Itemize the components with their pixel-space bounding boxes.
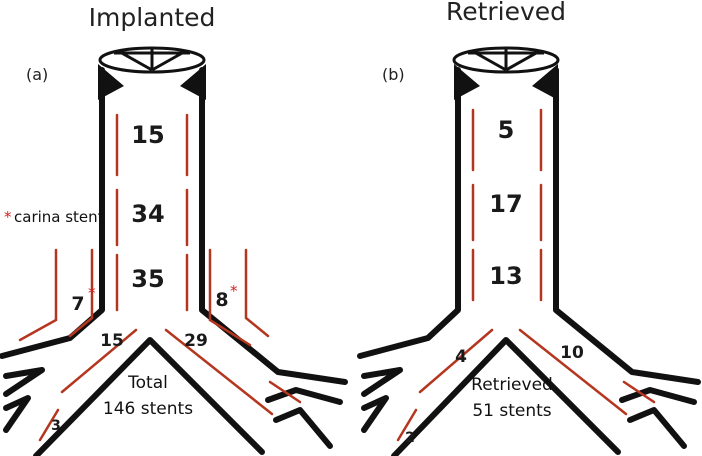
wall-left-sub [3,367,45,397]
stent-segment [418,328,494,394]
panel-label: (a) [26,65,48,84]
stent-segment [518,328,628,416]
total-line-2: 146 stents [103,399,193,419]
wall-right-outer [199,67,348,385]
stent-segment [208,248,252,347]
trachea-opening [452,46,560,100]
airway-walls [0,67,348,456]
count-upper-trachea: 5 [498,116,515,144]
count-mid-trachea: 17 [489,190,522,218]
stent-segment [396,408,418,442]
stent-segment [38,408,60,442]
ring-line [505,50,539,72]
panel-implanted: Implanted (a) [0,3,348,456]
total-line-2: 51 stents [472,401,551,421]
stent-segment [268,380,302,404]
total-line-1: Retrieved [471,375,553,395]
wall-left-sub [361,367,403,397]
stent-segment [164,328,274,416]
wall-left-sub [361,395,389,433]
ring-line [151,50,185,72]
stent-segment [622,380,656,404]
funnel-right [532,64,558,100]
airway-walls [357,67,701,456]
count-right-lower-bronchus: 3 [51,418,61,434]
stent-segment [18,248,58,342]
count-right-lower-bronchus: 2 [405,430,415,446]
count-left-upper-lobe: 8 [215,289,228,311]
stents [18,113,302,442]
panel-title: Implanted [89,3,216,32]
stent-segment [68,248,94,338]
stents [396,108,656,442]
panel-title: Retrieved [446,0,566,26]
wall-left-outer [357,67,461,359]
total-line-1: Total [127,373,168,393]
note-star: * [4,208,12,226]
count-right-upper-lobe: 7 [71,293,84,315]
carina-note: * carina stent [4,208,104,226]
count-lower-trachea: 35 [131,265,164,293]
wall-carina [391,337,621,456]
count-left-main-bronchus: 10 [560,343,584,363]
note-text: carina stent [14,208,104,226]
wall-left-sub [3,395,31,433]
wall-right-sub [265,387,343,405]
ring-line [473,50,507,72]
ring-line [119,50,153,72]
stent-segment [60,328,138,394]
trachea-opening [98,46,206,100]
wall-carina [33,337,265,456]
count-right-main-bronchus: 15 [100,331,124,351]
count-mid-trachea: 34 [131,200,164,228]
count-lower-trachea: 13 [489,262,522,290]
count-left-main-bronchus: 29 [184,331,208,351]
wall-right-sub [273,407,333,449]
wall-right-sub [627,407,687,449]
panel-retrieved: Retrieved (b) [357,0,701,456]
panel-label: (b) [382,65,405,84]
count-right-main-bronchus: 4 [455,347,467,367]
count-upper-trachea: 15 [131,121,164,149]
carina-star: * [230,282,238,300]
carina-star: * [88,284,96,302]
wall-right-sub [619,387,697,405]
stent-segment [244,248,270,338]
wall-right-outer [553,67,701,385]
